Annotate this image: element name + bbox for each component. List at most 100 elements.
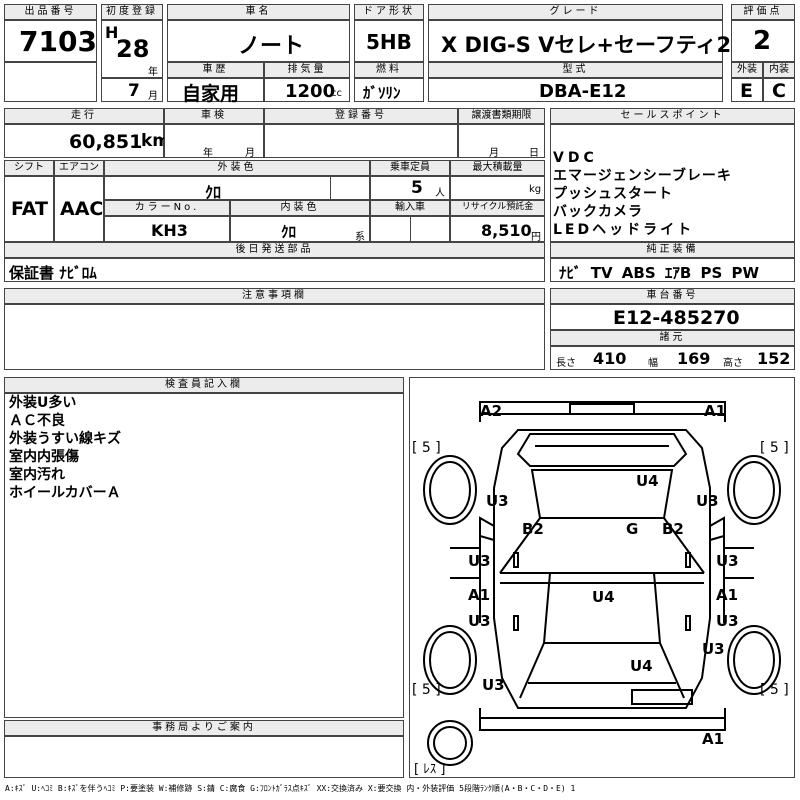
mark-a1-right: A1 bbox=[716, 586, 739, 604]
mileage-cell: 60,851 km bbox=[4, 124, 170, 158]
car-outline bbox=[423, 401, 781, 766]
inspector-header: 検査員記入欄 bbox=[4, 377, 404, 393]
inspection-cell: 年 月 bbox=[164, 124, 264, 159]
inspector-line: ホイールカバーＡ bbox=[9, 485, 121, 501]
height-label: 高さ bbox=[723, 358, 743, 369]
grade-cell: X DIG-S Vセレ+セーフティ2 bbox=[428, 20, 731, 62]
shift-cell: FAT bbox=[4, 176, 54, 242]
door-type: 5HB bbox=[366, 30, 412, 54]
recycle-unit: 円 bbox=[531, 232, 541, 243]
int-color-cell: ｸﾛ 系 bbox=[230, 216, 370, 243]
inspection-header: 車検 bbox=[164, 108, 264, 124]
displacement-cell: 1200 cc bbox=[264, 78, 350, 102]
tire-front-right: [ 5 ] bbox=[760, 440, 789, 456]
sales-point: プッシュスタート bbox=[553, 186, 673, 202]
mark-b2-right: B2 bbox=[662, 520, 684, 538]
later-items-cell: 保証書 ﾅﾋﾞﾛﾑ bbox=[4, 258, 545, 282]
inspector-line: 外装うすい線キズ bbox=[9, 431, 121, 447]
model-header: 型式 bbox=[428, 62, 723, 78]
mark-b2-left: B2 bbox=[522, 520, 544, 538]
int-color-header: 内装色 bbox=[230, 200, 370, 216]
max-load-cell: kg bbox=[450, 176, 545, 200]
damage-diagram: A2 A1 U4 U3 U3 B2 G B2 U3 U3 A1 A1 U4 U3… bbox=[409, 377, 795, 778]
mark-u3-mid-right: U3 bbox=[716, 552, 739, 570]
model: DBA-E12 bbox=[539, 81, 627, 102]
length-label: 長さ bbox=[556, 358, 576, 369]
score-cell: 2 bbox=[731, 20, 795, 62]
color-no: KH3 bbox=[151, 221, 188, 240]
mark-a1-left: A1 bbox=[468, 586, 491, 604]
notes-header: 注意事項欄 bbox=[4, 288, 545, 304]
displacement: 1200 bbox=[285, 81, 336, 102]
sales-point: バックカメラ bbox=[553, 204, 643, 220]
inspector-cell: 外装U多い ＡＣ不良 外装うすい線キズ 室内内張傷 室内汚れ ホイールカバーＡ bbox=[4, 393, 404, 718]
mark-u3-rear-right: U3 bbox=[716, 612, 739, 630]
transfer-cell: 月 日 bbox=[458, 124, 545, 159]
year-unit: 年 bbox=[148, 67, 158, 78]
capacity: 5 bbox=[411, 178, 423, 198]
grade: X DIG-S Vセレ+セーフティ2 bbox=[441, 33, 732, 57]
lot-cell: 7103 bbox=[4, 20, 97, 62]
max-load-header: 最大積載量 bbox=[450, 160, 545, 176]
inspector-line: 室内汚れ bbox=[9, 467, 65, 483]
specs-header: 諸元 bbox=[550, 330, 795, 346]
first-reg-cell: H 28 年 bbox=[101, 20, 163, 78]
ext-score-header: 外装 bbox=[731, 62, 763, 78]
max-load-unit: kg bbox=[529, 184, 542, 195]
width-label: 幅 bbox=[648, 358, 658, 369]
history: 自家用 bbox=[182, 83, 240, 105]
spare-tire: [ ﾚｽ ] bbox=[414, 762, 446, 777]
history-cell: 自家用 bbox=[167, 78, 264, 105]
displacement-header: 排気量 bbox=[264, 62, 350, 78]
inspection-month-unit: 月 bbox=[245, 148, 255, 159]
length-value: 410 bbox=[593, 349, 627, 368]
office-cell bbox=[4, 736, 404, 778]
equipment-header: 純正装備 bbox=[550, 242, 795, 258]
specs-cell: 長さ 410 幅 169 高さ 152 bbox=[550, 346, 795, 370]
mark-u4-roof: U4 bbox=[592, 588, 615, 606]
mileage-header: 走行 bbox=[4, 108, 164, 124]
later-items-header: 後日発送部品 bbox=[4, 242, 545, 258]
shift-header: シフト bbox=[4, 160, 54, 176]
first-reg-month: 7 bbox=[128, 81, 140, 101]
mark-u4-hood: U4 bbox=[636, 472, 659, 490]
displacement-unit: cc bbox=[331, 88, 342, 99]
legend: A:ｷｽﾞ U:ﾍｺﾐ B:ｷｽﾞを伴うﾍｺﾐ P:要塗装 W:補修跡 S:錆 … bbox=[5, 784, 576, 793]
mark-u3-fr: U3 bbox=[696, 492, 719, 510]
shift: FAT bbox=[11, 198, 48, 220]
ext-color: ｸﾛ bbox=[205, 183, 222, 202]
fuel: ｶﾞｿﾘﾝ bbox=[363, 84, 401, 102]
int-score-header: 内装 bbox=[763, 62, 795, 78]
mark-a1-rear: A1 bbox=[702, 730, 725, 748]
int-score-cell: C bbox=[763, 78, 795, 102]
int-color: ｸﾛ bbox=[281, 223, 297, 241]
mark-u4-trunk: U4 bbox=[630, 657, 653, 675]
capacity-unit: 人 bbox=[435, 188, 445, 199]
first-reg-year: 28 bbox=[116, 35, 150, 63]
aircon: AAC bbox=[60, 198, 104, 220]
mark-a2-front: A2 bbox=[480, 402, 503, 420]
transfer-day-unit: 日 bbox=[529, 148, 539, 159]
tire-front-left: [ 5 ] bbox=[412, 440, 441, 456]
fuel-cell: ｶﾞｿﾘﾝ bbox=[354, 78, 424, 102]
mileage-unit: km bbox=[141, 131, 171, 151]
inspection-year-unit: 年 bbox=[203, 148, 213, 159]
car-name: ノート bbox=[238, 34, 305, 59]
reg-number-header: 登録番号 bbox=[264, 108, 458, 124]
office-header: 事務局よりご案内 bbox=[4, 720, 404, 736]
lot-blank-cell bbox=[4, 62, 97, 102]
fuel-header: 燃料 bbox=[354, 62, 424, 78]
inspector-line: 室内内張傷 bbox=[9, 449, 79, 465]
ext-color-header: 外装色 bbox=[104, 160, 370, 176]
reg-number-cell bbox=[264, 124, 458, 158]
lot-number: 7103 bbox=[19, 25, 97, 58]
mark-u3-rear-left-lower: U3 bbox=[482, 676, 505, 694]
score-header: 評価点 bbox=[731, 4, 795, 20]
recycle: 8,510 bbox=[481, 221, 532, 240]
car-name-header: 車名 bbox=[167, 4, 350, 20]
first-reg-header: 初度登録 bbox=[101, 4, 163, 20]
ext-color-cell: ｸﾛ bbox=[104, 176, 370, 202]
sales-point: エマージェンシーブレーキ bbox=[553, 168, 732, 184]
capacity-header: 乗車定員 bbox=[370, 160, 450, 176]
equipment-cell: ﾅﾋﾞ TV ABS ｴｱB PS PW bbox=[550, 258, 795, 282]
